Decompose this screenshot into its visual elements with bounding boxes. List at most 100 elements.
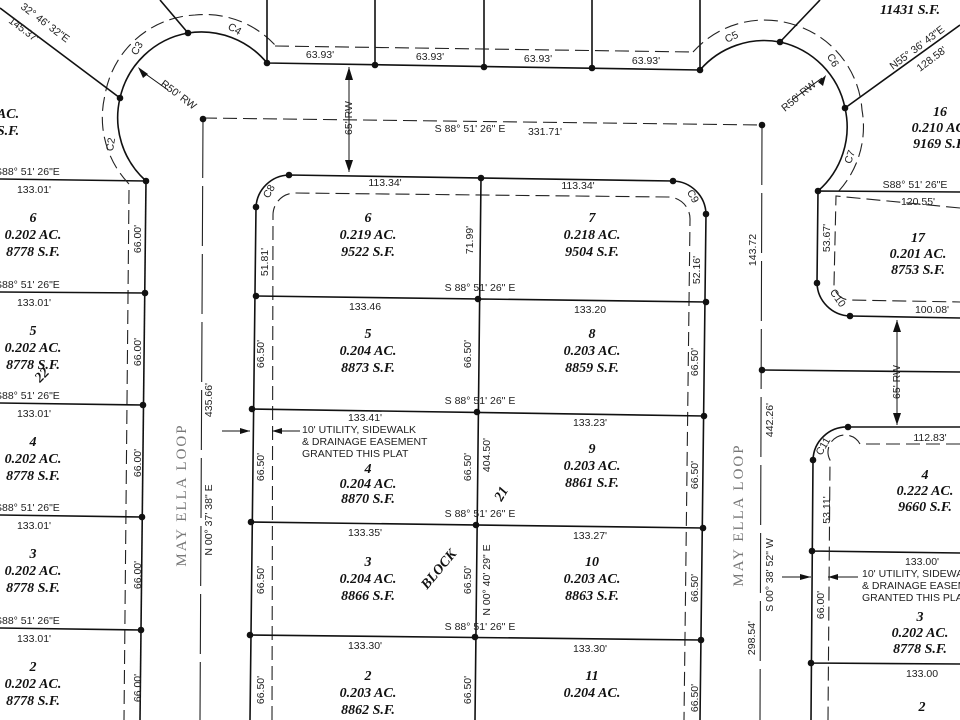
lot-number: 5	[30, 324, 37, 339]
distance-label: 66.50'	[255, 676, 267, 704]
distance-label: 112.83'	[913, 432, 946, 444]
distance-label: 120.55'	[901, 196, 935, 208]
bearing-label: N 00° 37' 38" E	[203, 484, 215, 555]
bearing-label: N 00° 40' 29" E	[481, 544, 493, 615]
curve-label-c3: C3	[129, 40, 146, 58]
lot-area-sqft: 8778 S.F.	[893, 642, 947, 657]
monument-dot	[696, 66, 704, 74]
distance-label: 133.27'	[573, 530, 607, 542]
lot-area-acres: 0.203 AC.	[564, 572, 621, 587]
curve-label-c10: C10	[827, 287, 848, 310]
curve-label-c8: C8	[261, 183, 278, 201]
monument-dot	[844, 423, 852, 431]
lot-number: 2	[29, 660, 37, 675]
row-width-label: 65' RW	[891, 365, 903, 399]
cul-de-sac-radius-label: R50' RW	[779, 78, 819, 114]
monument-dot	[758, 121, 766, 129]
monument-dot	[471, 633, 479, 641]
lot-distance: 63.93'	[306, 49, 334, 61]
lot-area-acres: AC.	[0, 107, 19, 122]
monument-dot	[813, 279, 821, 287]
lot-number: 8	[589, 327, 596, 342]
lot-area-sqft: 8859 S.F.	[565, 361, 619, 376]
distance-label: 53.11'	[821, 496, 833, 524]
lot-number: 5	[365, 327, 372, 342]
distance-label: 133.30'	[348, 640, 382, 652]
monument-dot	[702, 210, 710, 218]
lot-area-sqft: 8862 S.F.	[341, 703, 395, 718]
distance-label: 133.23'	[573, 417, 607, 429]
distance-label: 66.50'	[462, 453, 474, 481]
distance-label: 143.72	[747, 234, 759, 266]
monument-dot	[588, 64, 596, 72]
lot-area-acres: 0.210 AC.	[912, 121, 960, 136]
distance-label: 66.50'	[689, 348, 701, 376]
lot-line	[779, 0, 960, 109]
lot-distance: 63.93'	[632, 55, 660, 67]
distance-label: 66.00'	[132, 338, 144, 366]
curve-line	[699, 39, 848, 192]
distance-label: 66.50'	[255, 453, 267, 481]
monument-dot	[184, 29, 192, 37]
lot-area-sqft: 8866 S.F.	[341, 589, 395, 604]
lot-number: 3	[916, 610, 924, 625]
monument-dot	[472, 521, 480, 529]
monument-dot	[371, 61, 379, 69]
distance-label: 133.01'	[17, 297, 51, 309]
monument-dot	[776, 38, 784, 46]
distance-label: 442.26'	[764, 403, 776, 437]
bearing-label: S88° 51' 26"E	[0, 166, 60, 178]
right-of-way-line	[199, 117, 763, 720]
curve-label-c7: C7	[842, 148, 858, 165]
distance-label: 52.16'	[691, 256, 703, 284]
distance-label: 133.30'	[573, 643, 607, 655]
street-name-east: MAY ELLA LOOP	[731, 443, 747, 586]
monument-dot	[809, 456, 817, 464]
distance-label: 66.00'	[132, 561, 144, 589]
easement-line	[274, 45, 694, 53]
distance-label: 66.50'	[255, 340, 267, 368]
lot-area-sqft: 9660 S.F.	[898, 500, 952, 515]
lot-area-sqft: 11431 S.F.	[880, 3, 940, 18]
bearing-label: S 88° 51' 26" E	[445, 395, 516, 407]
lot-area-acres: 0.203 AC.	[564, 459, 621, 474]
right-of-way-line	[202, 117, 763, 126]
monument-dot	[252, 292, 260, 300]
lot-area-sqft: 8778 S.F.	[6, 245, 60, 260]
monument-dot	[808, 547, 816, 555]
lot-number: 2	[918, 700, 926, 715]
lot-area-sqft: 9504 S.F.	[565, 245, 619, 260]
monument-dot	[846, 312, 854, 320]
curve-label-c6: C6	[824, 52, 841, 70]
lot-area-acres: 0.202 AC.	[892, 626, 949, 641]
lot-line	[0, 178, 147, 631]
distance-label: 66.50'	[462, 340, 474, 368]
monument-dot	[480, 63, 488, 71]
lot-area-sqft: 8778 S.F.	[6, 694, 60, 709]
monument-dot	[814, 187, 822, 195]
monument-dot	[697, 636, 705, 644]
monument-dot	[252, 203, 260, 211]
bearing-label: S88° 51' 26"E	[0, 279, 60, 291]
bearing-label: S88° 51' 26"E	[0, 615, 60, 627]
monument-dot	[700, 412, 708, 420]
monument-dot	[807, 659, 815, 667]
distance-label: 66.50'	[689, 684, 701, 712]
lot-number: 6	[365, 211, 372, 226]
lot-area-acres: 0.203 AC.	[340, 686, 397, 701]
monument-dot	[758, 366, 766, 374]
block-word: BLOCK	[418, 546, 461, 593]
distance-label: 66.00'	[132, 674, 144, 702]
dimension-arrow	[139, 67, 898, 425]
lot-number: 6	[30, 211, 37, 226]
lot-area-acres: 0.202 AC.	[5, 564, 62, 579]
lot-distance: 63.93'	[416, 51, 444, 63]
easement-note: 10' UTILITY, SIDEWALK	[302, 424, 416, 436]
lot-line	[0, 0, 189, 99]
arrow-leader	[222, 430, 858, 578]
curve-label-c4: C4	[226, 21, 244, 38]
easement-note: 10' UTILITY, SIDEWA	[862, 568, 960, 580]
lot-number: 2	[364, 669, 372, 684]
distance-label: 133.41'	[348, 412, 382, 424]
